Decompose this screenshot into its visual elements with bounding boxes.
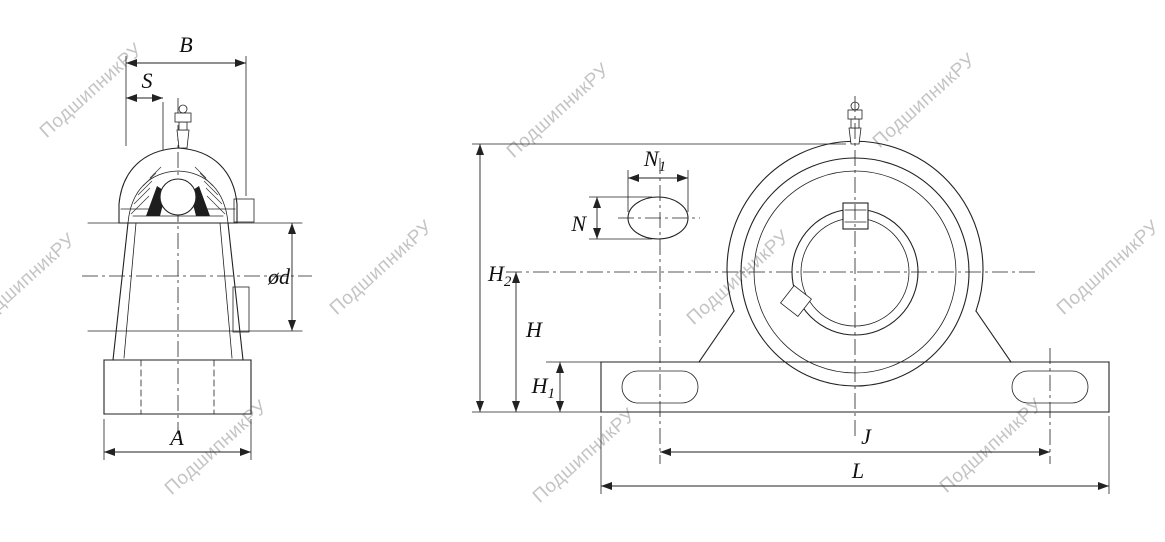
dim-label-H1: H1: [531, 373, 555, 402]
side-view: B S ød A: [82, 32, 312, 460]
side-grease-fitting: [174, 104, 192, 149]
front-view: H2 H H1 N1 N J: [472, 96, 1110, 494]
dimension-J: J: [660, 424, 1050, 456]
dimension-od: ød: [267, 223, 296, 331]
watermark-text: ПодшипникРУ: [936, 394, 1047, 497]
bolt-slot-detail: [618, 196, 700, 240]
watermark-text: ПодшипникРУ: [326, 216, 437, 319]
dim-label-L: L: [851, 458, 864, 483]
dim-label-J: J: [861, 424, 872, 449]
dim-label-H2: H2: [487, 261, 512, 290]
set-screw-side: [779, 284, 813, 318]
watermark-text: ПодшипникРУ: [869, 49, 980, 152]
dim-label-S: S: [142, 68, 153, 93]
dimension-H1: H1: [531, 361, 601, 412]
dim-label-H: H: [525, 317, 543, 342]
bearing-ball: [159, 178, 197, 216]
dimension-N: N: [570, 196, 652, 240]
dimension-H: H: [512, 272, 543, 412]
watermark-text: ПодшипникРУ: [36, 39, 147, 142]
dim-label-od: ød: [267, 264, 291, 289]
set-screw-top: [842, 202, 869, 230]
watermark-text: ПодшипникРУ: [1053, 216, 1164, 319]
watermark-text: ПодшипникРУ: [529, 404, 640, 507]
dimension-B: B: [125, 32, 247, 196]
dimension-N1: N1: [627, 146, 689, 212]
side-housing-body: [103, 222, 252, 415]
cap-hatching: [130, 166, 226, 215]
dimension-S: S: [126, 68, 164, 150]
dim-label-N: N: [570, 211, 587, 236]
watermark-text: ПодшипникРУ: [0, 229, 80, 332]
watermark-text: ПодшипникРУ: [683, 226, 794, 329]
side-bearing-cap: [118, 147, 255, 224]
dimension-L: L: [600, 416, 1110, 494]
dim-label-A: A: [168, 425, 184, 450]
watermark-text: ПодшипникРУ: [503, 59, 614, 162]
dim-label-B: B: [179, 32, 192, 57]
dimension-H2: H2: [472, 143, 846, 413]
cap-outline: [118, 147, 238, 224]
dim-label-N1: N1: [643, 146, 666, 175]
dimension-A: A: [103, 419, 252, 460]
set-screw-boss: [233, 198, 255, 223]
